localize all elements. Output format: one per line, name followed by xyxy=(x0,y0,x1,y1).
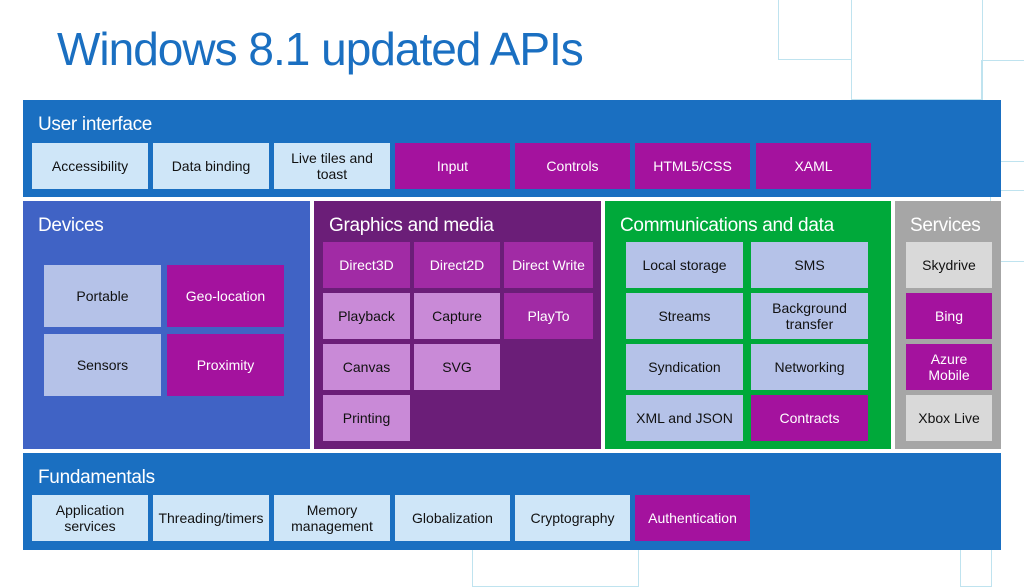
tile-contracts: Contracts xyxy=(751,395,868,441)
tile-live-tiles: Live tiles and toast xyxy=(274,143,390,189)
tile-xml-json: XML and JSON xyxy=(626,395,743,441)
panel-graphics-media: Graphics and media Direct3D Direct2D Dir… xyxy=(314,201,601,449)
tile-accessibility: Accessibility xyxy=(32,143,148,189)
tile-azure-mobile: Azure Mobile xyxy=(906,344,992,390)
tile-streams: Streams xyxy=(626,293,743,339)
tile-xbox-live: Xbox Live xyxy=(906,395,992,441)
tile-syndication: Syndication xyxy=(626,344,743,390)
tile-direct3d: Direct3D xyxy=(323,242,410,288)
tile-svg: SVG xyxy=(414,344,500,390)
panel-devices: Devices Portable Geo-location Sensors Pr… xyxy=(23,201,310,449)
panel-fundamentals: Fundamentals Application services Thread… xyxy=(23,453,1001,550)
page-title: Windows 8.1 updated APIs xyxy=(57,23,584,75)
tile-playback: Playback xyxy=(323,293,410,339)
tile-sms: SMS xyxy=(751,242,868,288)
decorative-frame xyxy=(778,0,852,60)
tile-background-transfer: Background transfer xyxy=(751,293,868,339)
tile-data-binding: Data binding xyxy=(153,143,269,189)
tile-printing: Printing xyxy=(323,395,410,441)
panel-title: Services xyxy=(910,215,981,236)
tile-proximity: Proximity xyxy=(167,334,284,396)
tile-canvas: Canvas xyxy=(323,344,410,390)
tile-direct-write: Direct Write xyxy=(504,242,593,288)
panel-title: User interface xyxy=(38,114,153,135)
panel-title: Devices xyxy=(38,215,104,236)
panel-title: Graphics and media xyxy=(329,215,494,236)
tile-memory-management: Memory management xyxy=(274,495,390,541)
tile-authentication: Authentication xyxy=(635,495,750,541)
tile-cryptography: Cryptography xyxy=(515,495,630,541)
tile-capture: Capture xyxy=(414,293,500,339)
tile-skydrive: Skydrive xyxy=(906,242,992,288)
panel-title: Fundamentals xyxy=(38,467,155,488)
tile-globalization: Globalization xyxy=(395,495,510,541)
tile-threading-timers: Threading/timers xyxy=(153,495,269,541)
tile-sensors: Sensors xyxy=(44,334,161,396)
tile-xaml: XAML xyxy=(756,143,871,189)
decorative-frame xyxy=(472,545,639,587)
tile-direct2d: Direct2D xyxy=(414,242,500,288)
decorative-frame xyxy=(851,0,983,100)
tile-geo-location: Geo-location xyxy=(167,265,284,327)
tile-html5-css: HTML5/CSS xyxy=(635,143,750,189)
tile-bing: Bing xyxy=(906,293,992,339)
panel-services: Services Skydrive Bing Azure Mobile Xbox… xyxy=(895,201,1001,449)
tile-local-storage: Local storage xyxy=(626,242,743,288)
tile-controls: Controls xyxy=(515,143,630,189)
panel-title: Communications and data xyxy=(620,215,834,236)
panel-user-interface: User interface Accessibility Data bindin… xyxy=(23,100,1001,197)
tile-playto: PlayTo xyxy=(504,293,593,339)
tile-application-services: Application services xyxy=(32,495,148,541)
decorative-frame xyxy=(960,545,992,587)
panel-communications-data: Communications and data Local storage SM… xyxy=(605,201,891,449)
tile-networking: Networking xyxy=(751,344,868,390)
tile-portable: Portable xyxy=(44,265,161,327)
tile-input: Input xyxy=(395,143,510,189)
